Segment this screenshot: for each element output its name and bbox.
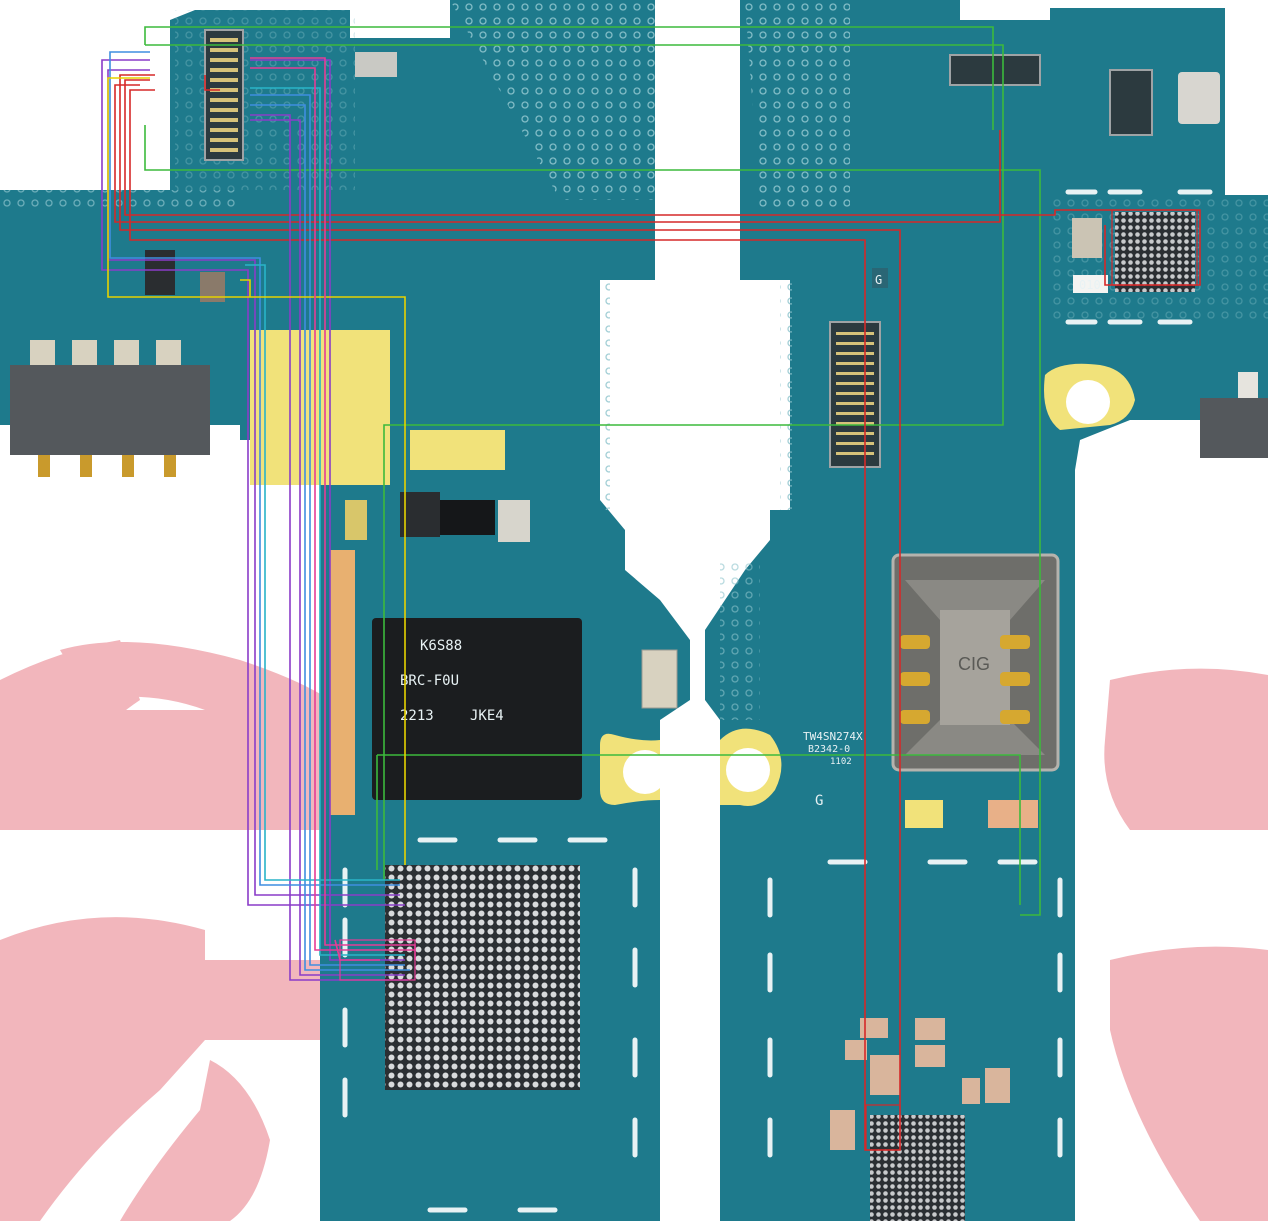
chip-marking-line1: K6S88: [420, 638, 462, 654]
power-ic: [870, 1115, 965, 1221]
bga-footprint: [385, 865, 580, 1090]
sim-card-holder-icon: CIG: [891, 553, 1060, 772]
battery-connector: [10, 340, 210, 477]
mounting-hole-icon: [1044, 363, 1135, 430]
label-g: G: [875, 273, 882, 287]
battery-connector-right: [1200, 372, 1268, 458]
label-010: [1073, 275, 1108, 293]
logo-mark: G: [815, 793, 823, 809]
trace-overlay: [101, 26, 1201, 1151]
chip-marking-line4: JKE4: [470, 708, 504, 724]
left-board: K6S88 BRC-F0U 2213 JKE4: [0, 0, 690, 1221]
mounting-hole-icon: [600, 733, 667, 805]
watermark-logo: [0, 640, 1268, 1221]
silkscreen-text-2: B2342-0: [808, 744, 850, 755]
chip-marking-line3: 2213: [400, 708, 434, 724]
chip-marking-line2: BRC-F0U: [400, 673, 459, 689]
mounting-hole-icon: [720, 728, 782, 806]
label-010-text: 010: [1079, 278, 1101, 292]
sim-tray-text: CIG: [958, 654, 990, 674]
silkscreen-text-1: TW4SN274X: [803, 730, 863, 743]
silkscreen-text-3: 1102: [830, 757, 852, 767]
right-board: 010 G CIG TW4SN2: [705, 0, 1268, 1221]
memory-chip: K6S88 BRC-F0U 2213 JKE4: [372, 618, 582, 800]
